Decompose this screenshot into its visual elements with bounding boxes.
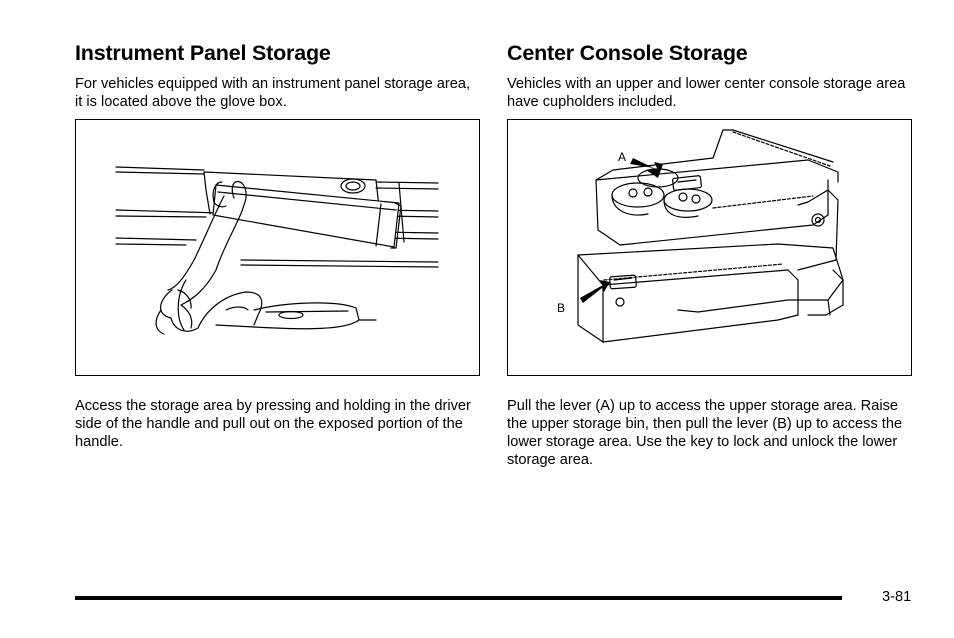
center-console-figure: A B: [507, 119, 912, 376]
instrument-panel-storage-intro: For vehicles equipped with an instrument…: [75, 76, 471, 110]
instrument-panel-storage-heading: Instrument Panel Storage: [75, 41, 331, 65]
center-console-illustration: A B: [557, 129, 844, 343]
figure-label-a: A: [618, 150, 626, 164]
center-console-storage-heading: Center Console Storage: [507, 41, 748, 65]
figure-label-b: B: [557, 301, 565, 315]
center-console-storage-intro: Vehicles with an upper and lower center …: [507, 76, 906, 110]
hand-pressing-storage-handle-illustration: [115, 166, 439, 335]
center-console-storage-body: Pull the lever (A) up to access the uppe…: [507, 398, 903, 468]
footer-rule: [75, 596, 842, 600]
instrument-panel-storage-body: Access the storage area by pressing and …: [75, 398, 471, 450]
instrument-panel-figure: [75, 119, 480, 376]
page-number: 3-81: [882, 589, 912, 605]
